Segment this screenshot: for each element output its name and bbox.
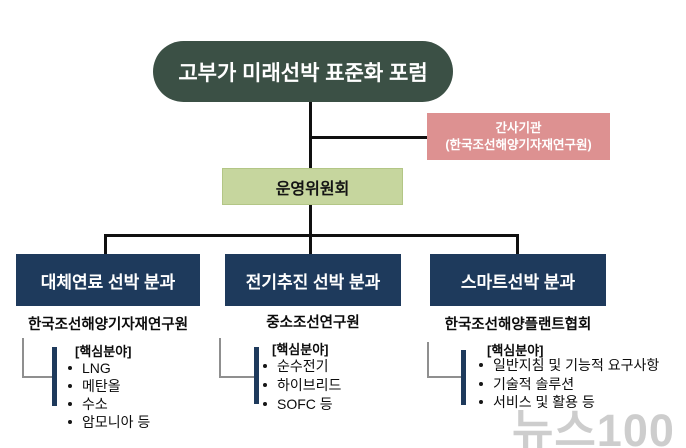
division-org-smart: 한국조선해양플랜트협회 [444, 317, 592, 333]
committee-box: 운영위원회 [222, 168, 403, 205]
core-label-smart: [핵심분야] [487, 343, 544, 358]
division-name: 스마트선박 분과 [460, 272, 576, 292]
accent-bar [254, 347, 259, 404]
forum-title-box: 고부가 미래선박 표준화 포럼 [153, 41, 453, 102]
connector-committee-rail [309, 205, 312, 236]
bracket-line [427, 342, 429, 378]
list-item: 서비스 및 활용 등 [475, 393, 659, 412]
core-list-electric: 순수전기 하이브리드 SOFC 등 [259, 356, 341, 413]
accent-bar [461, 350, 466, 405]
connector-drop-middle [309, 234, 312, 255]
secretariat-org: (한국조선해양기자재연구원) [445, 137, 592, 152]
division-org-alt-fuel: 한국조선해양기자재연구원 [27, 317, 189, 333]
division-name: 전기추진 선박 분과 [245, 272, 381, 292]
forum-title: 고부가 미래선박 표준화 포럼 [178, 61, 428, 85]
bullet-icon [479, 381, 483, 386]
bracket-line [219, 338, 221, 378]
bullet-icon [68, 384, 72, 388]
list-item: SOFC 등 [259, 394, 341, 413]
bullet-icon [263, 401, 267, 406]
bracket-line [22, 338, 24, 378]
bracket-line [427, 376, 463, 378]
core-list-alt-fuel: LNG 메탄올 수소 암모니아 등 [64, 359, 150, 431]
division-box-alt-fuel: 대체연료 선박 분과 [16, 254, 200, 306]
bullet-icon [68, 420, 72, 424]
division-org-electric: 중소조선연구원 [266, 315, 360, 331]
accent-bar [52, 347, 57, 406]
list-item: 하이브리드 [259, 375, 341, 394]
bracket-line [219, 376, 256, 378]
connector-drop-left [104, 234, 107, 255]
list-item: 일반지침 및 기능적 요구사항 [475, 356, 659, 375]
bullet-icon [263, 363, 267, 368]
bullet-icon [479, 363, 483, 368]
connector-drop-right [516, 234, 519, 255]
core-label-alt-fuel: [핵심분야] [75, 344, 132, 359]
bracket-line [22, 376, 53, 378]
connector-secretariat [309, 136, 429, 139]
news100-watermark: 뉴스100 [512, 405, 675, 448]
division-name: 대체연료 선박 분과 [40, 272, 176, 292]
list-item: 암모니아 등 [64, 413, 150, 431]
bullet-icon [263, 382, 267, 387]
secretariat-box: 간사기관 (한국조선해양기자재연구원) [427, 113, 610, 160]
division-box-smart: 스마트선박 분과 [430, 254, 606, 306]
bullet-icon [68, 366, 72, 370]
list-item: 수소 [64, 395, 150, 413]
division-box-electric: 전기추진 선박 분과 [225, 254, 401, 306]
core-label-electric: [핵심분야] [272, 342, 329, 357]
list-item: 메탄올 [64, 377, 150, 395]
secretariat-title: 간사기관 [495, 121, 542, 136]
bullet-icon [479, 400, 483, 405]
list-item: 기술적 솔루션 [475, 375, 659, 394]
connector-forum-committee [309, 102, 312, 168]
list-item: LNG [64, 359, 150, 377]
bullet-icon [68, 402, 72, 406]
core-list-smart: 일반지침 및 기능적 요구사항 기술적 솔루션 서비스 및 활용 등 [475, 356, 659, 412]
committee-label: 운영위원회 [275, 180, 350, 198]
list-item: 순수전기 [259, 356, 341, 375]
